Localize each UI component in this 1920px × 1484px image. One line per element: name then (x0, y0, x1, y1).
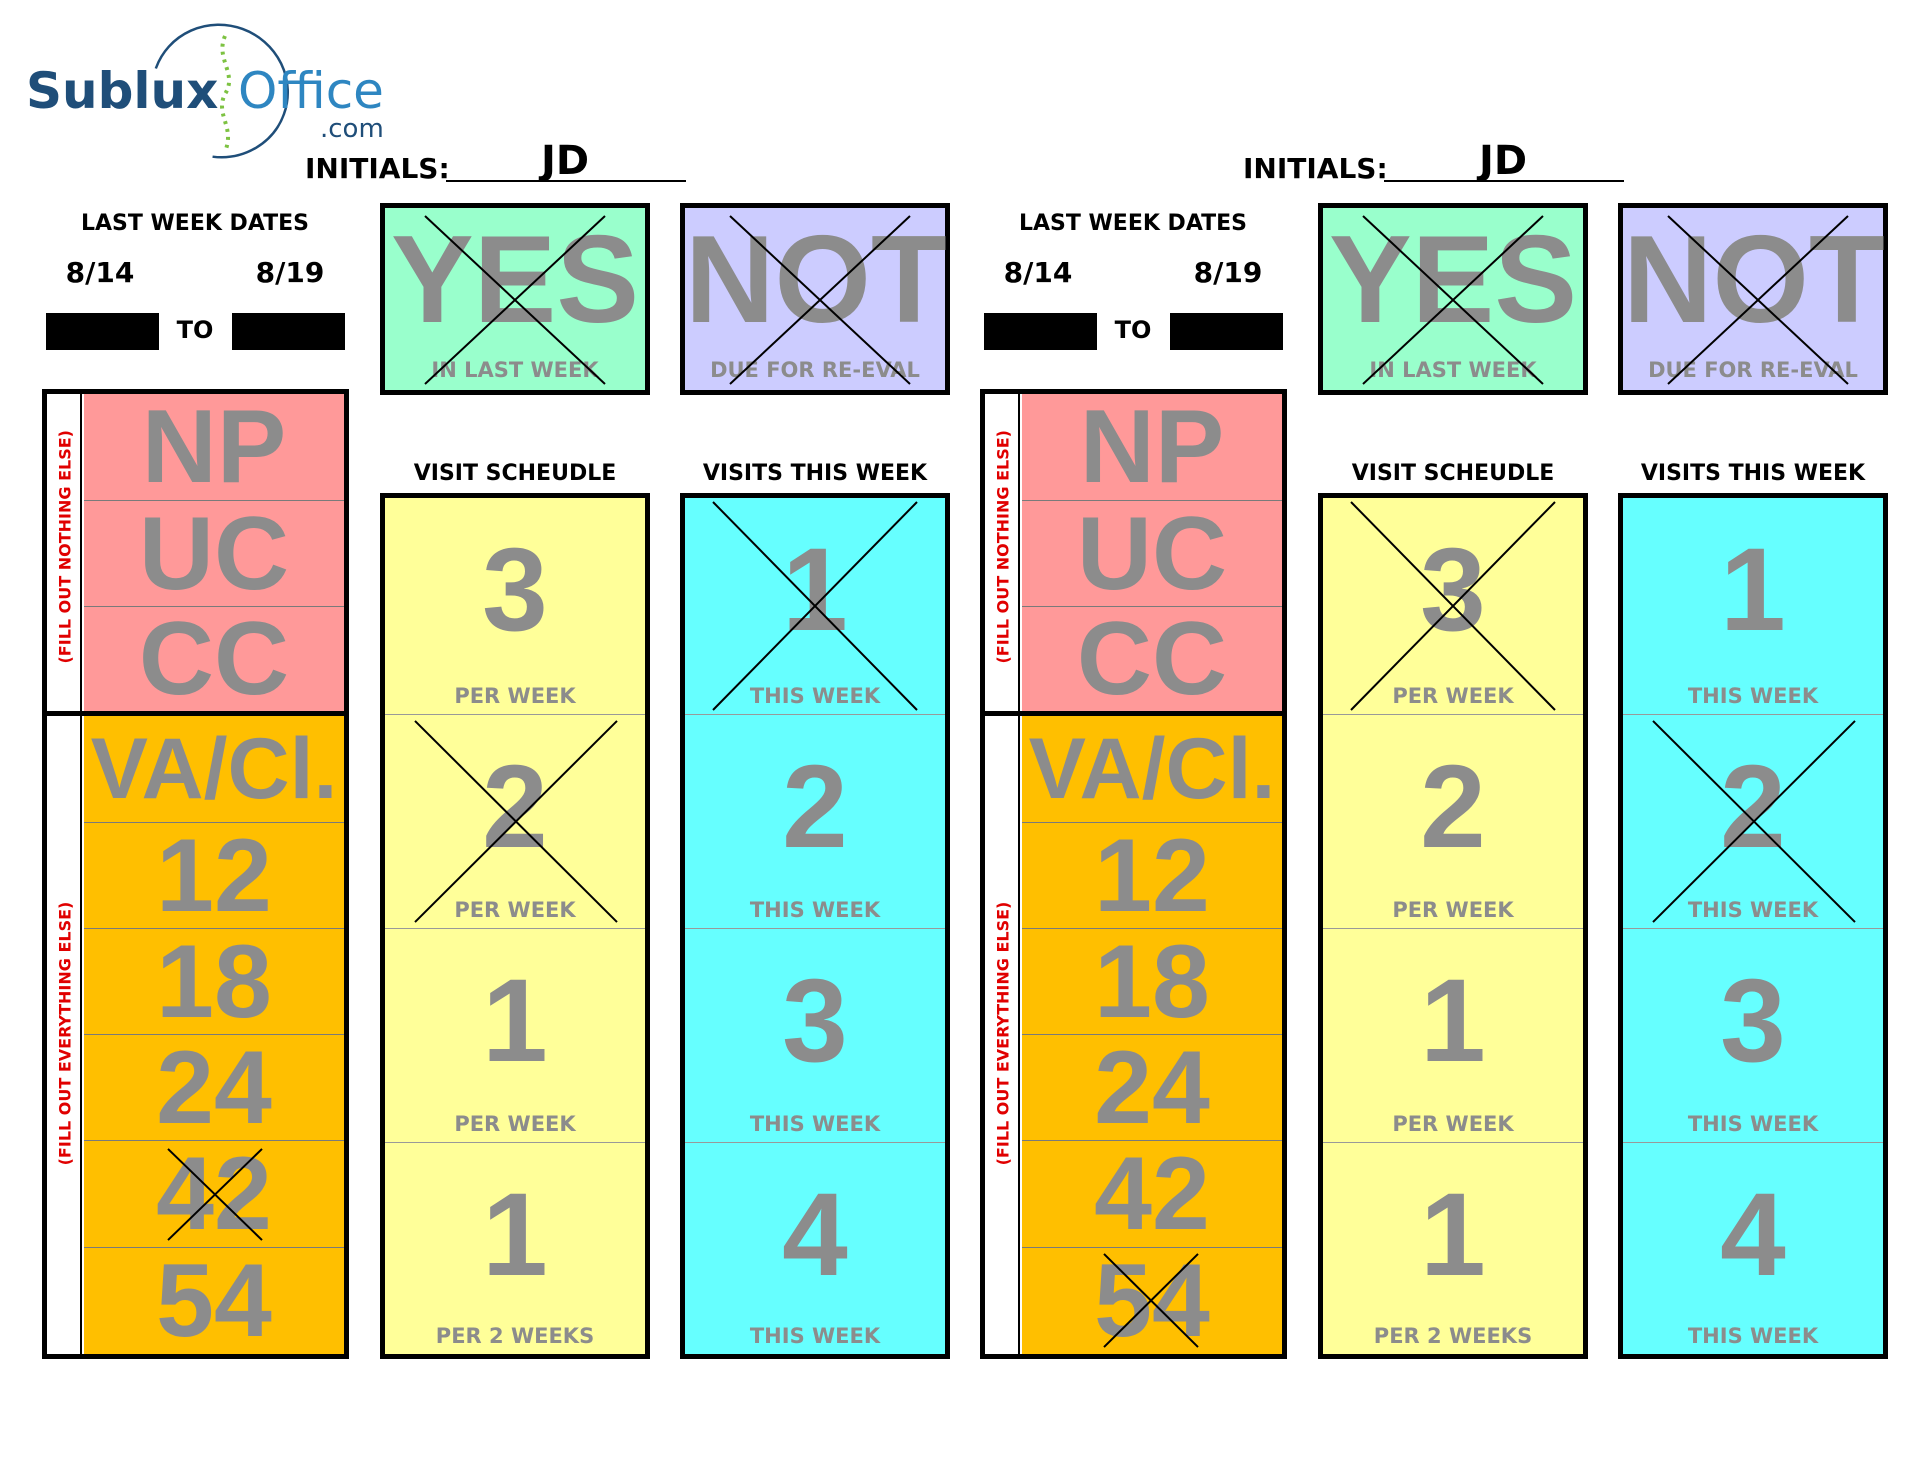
visits-this-week-title: VISITS THIS WEEK (702, 461, 928, 486)
stack-cell-np[interactable]: NP (1079, 394, 1225, 500)
side-label-strip (47, 394, 82, 1354)
side-label-everything-else: (FILL OUT EVERYTHING ELSE) (55, 901, 75, 1166)
yes-box[interactable]: YES IN LAST WEEK (1318, 203, 1588, 395)
not-small-text: DUE FOR RE-EVAL (1648, 358, 1858, 382)
visits-this-week-title: VISITS THIS WEEK (1640, 461, 1866, 486)
logo: Sublux Office .com (20, 14, 400, 164)
schedule-cell-2[interactable]: 2 PER WEEK (1323, 714, 1583, 928)
yes-big-text: YES (390, 211, 640, 349)
visits-cell-3[interactable]: 3 THIS WEEK (1623, 928, 1883, 1142)
visits-cell-4[interactable]: 4 THIS WEEK (685, 1142, 945, 1354)
stack-cell-24[interactable]: 24 (84, 1034, 344, 1140)
initials-underline (446, 180, 686, 182)
visit-schedule-title: VISIT SCHEUDLE (1351, 461, 1555, 486)
stack-cell-54[interactable]: 54 (1022, 1247, 1282, 1354)
last-week-to: 8/19 (255, 256, 325, 289)
to-label: TO (1114, 316, 1152, 344)
not-big-text: NOT (1623, 211, 1885, 349)
schedule-cell-4[interactable]: 1 PER 2 WEEKS (1323, 1142, 1583, 1354)
top-stack: NP UC CC (84, 394, 344, 711)
last-week-title: LAST WEEK DATES (80, 211, 310, 236)
side-label-nothing-else: (FILL OUT NOTHING ELSE) (55, 430, 75, 664)
visits-cell-2[interactable]: 2 THIS WEEK (1623, 714, 1883, 928)
yes-big-text: YES (1328, 211, 1578, 349)
stack-cell-18[interactable]: 18 (1022, 928, 1282, 1034)
sheet-right: INITIALS: JD LAST WEEK DATES 8/14 8/19 T… (938, 0, 1920, 1484)
visits-this-week-column: 1 THIS WEEK 2 THIS WEEK 3 THIS WEEK 4 TH… (680, 493, 950, 1359)
stack-cell-uc[interactable]: UC (84, 500, 344, 606)
logo-spine-icon (150, 23, 290, 159)
visit-schedule-column: 3 PER WEEK 2 PER WEEK 1 PER WEEK 1 PER 2… (380, 493, 650, 1359)
stack-cell-18[interactable]: 18 (84, 928, 344, 1034)
side-label-everything-else: (FILL OUT EVERYTHING ELSE) (993, 901, 1013, 1166)
logo-dotcom: .com (320, 114, 384, 144)
schedule-cell-4[interactable]: 1 PER 2 WEEKS (385, 1142, 645, 1354)
last-week-from: 8/14 (1003, 256, 1073, 289)
not-box[interactable]: NOT DUE FOR RE-EVAL (680, 203, 950, 395)
yes-small-text: IN LAST WEEK (431, 358, 599, 382)
sheet-left: INITIALS: JD LAST WEEK DATES 8/14 8/19 T… (42, 138, 950, 1359)
stack-cell-54[interactable]: 54 (84, 1247, 344, 1354)
visit-schedule-title: VISIT SCHEUDLE (413, 461, 617, 486)
schedule-cell-1[interactable]: 3 PER WEEK (454, 524, 576, 708)
last-week-title: LAST WEEK DATES (1018, 211, 1248, 236)
visits-this-week-column: 1 THIS WEEK 2 THIS WEEK 3 THIS WEEK 4 TH… (1618, 493, 1888, 1359)
not-big-text: NOT (685, 211, 947, 349)
top-stack: NP UC CC (1022, 394, 1282, 711)
yes-small-text: IN LAST WEEK (1369, 358, 1537, 382)
visit-schedule-column: 3 PER WEEK 2 PER WEEK 1 PER WEEK 1 PER 2… (1318, 493, 1588, 1359)
stack-cell-va-cl[interactable]: VA/Cl. (90, 721, 338, 817)
schedule-cell-3[interactable]: 1 PER WEEK (385, 928, 645, 1142)
initials-label: INITIALS: (305, 152, 450, 185)
last-week-to: 8/19 (1193, 256, 1263, 289)
date-to-field[interactable] (232, 313, 345, 350)
stack-cell-24[interactable]: 24 (1022, 1034, 1282, 1140)
date-from-field[interactable] (46, 313, 159, 350)
initials-value: JD (540, 138, 590, 184)
visits-cell-2[interactable]: 2 THIS WEEK (685, 714, 945, 928)
visits-cell-4[interactable]: 4 THIS WEEK (1623, 1142, 1883, 1354)
stack-cell-uc[interactable]: UC (1022, 500, 1282, 606)
date-to-field[interactable] (1170, 313, 1283, 350)
schedule-cell-1[interactable]: 3 PER WEEK (1323, 498, 1583, 714)
stack-cell-cc[interactable]: CC (1022, 606, 1282, 711)
stack-cell-12[interactable]: 12 (1022, 822, 1282, 928)
schedule-cell-3[interactable]: 1 PER WEEK (1323, 928, 1583, 1142)
stack-cell-np[interactable]: NP (141, 394, 287, 500)
yes-box[interactable]: YES IN LAST WEEK (380, 203, 650, 395)
logo-sublux: Sublux (26, 62, 219, 120)
bottom-stack: VA/Cl. 12 18 24 42 54 (84, 716, 344, 1354)
side-label-strip (985, 394, 1020, 1354)
stack-divider (985, 711, 1282, 716)
visits-cell-1[interactable]: 1 THIS WEEK (685, 498, 945, 714)
date-from-field[interactable] (984, 313, 1097, 350)
stack-divider (47, 711, 344, 716)
bottom-stack: VA/Cl. 12 18 24 42 54 (1022, 716, 1282, 1354)
stack-cell-42[interactable]: 42 (1022, 1140, 1282, 1247)
stack-cell-va-cl[interactable]: VA/Cl. (1028, 721, 1276, 817)
visit-type-column: (FILL OUT NOTHING ELSE) (FILL OUT EVERYT… (42, 389, 349, 1359)
schedule-cell-2[interactable]: 2 PER WEEK (385, 714, 645, 928)
visits-cell-1[interactable]: 1 THIS WEEK (1687, 524, 1819, 708)
stack-cell-cc[interactable]: CC (84, 606, 344, 711)
visit-type-column: (FILL OUT NOTHING ELSE) (FILL OUT EVERYT… (980, 389, 1287, 1359)
stack-cell-42[interactable]: 42 (84, 1140, 344, 1247)
initials-value: JD (1478, 138, 1528, 184)
visits-cell-3[interactable]: 3 THIS WEEK (685, 928, 945, 1142)
logo-office: Office (238, 62, 384, 120)
not-small-text: DUE FOR RE-EVAL (710, 358, 920, 382)
not-box[interactable]: NOT DUE FOR RE-EVAL (1618, 203, 1888, 395)
initials-underline (1384, 180, 1624, 182)
stack-cell-12[interactable]: 12 (84, 822, 344, 928)
last-week-from: 8/14 (65, 256, 135, 289)
initials-label: INITIALS: (1243, 152, 1388, 185)
to-label: TO (176, 316, 214, 344)
side-label-nothing-else: (FILL OUT NOTHING ELSE) (993, 430, 1013, 664)
